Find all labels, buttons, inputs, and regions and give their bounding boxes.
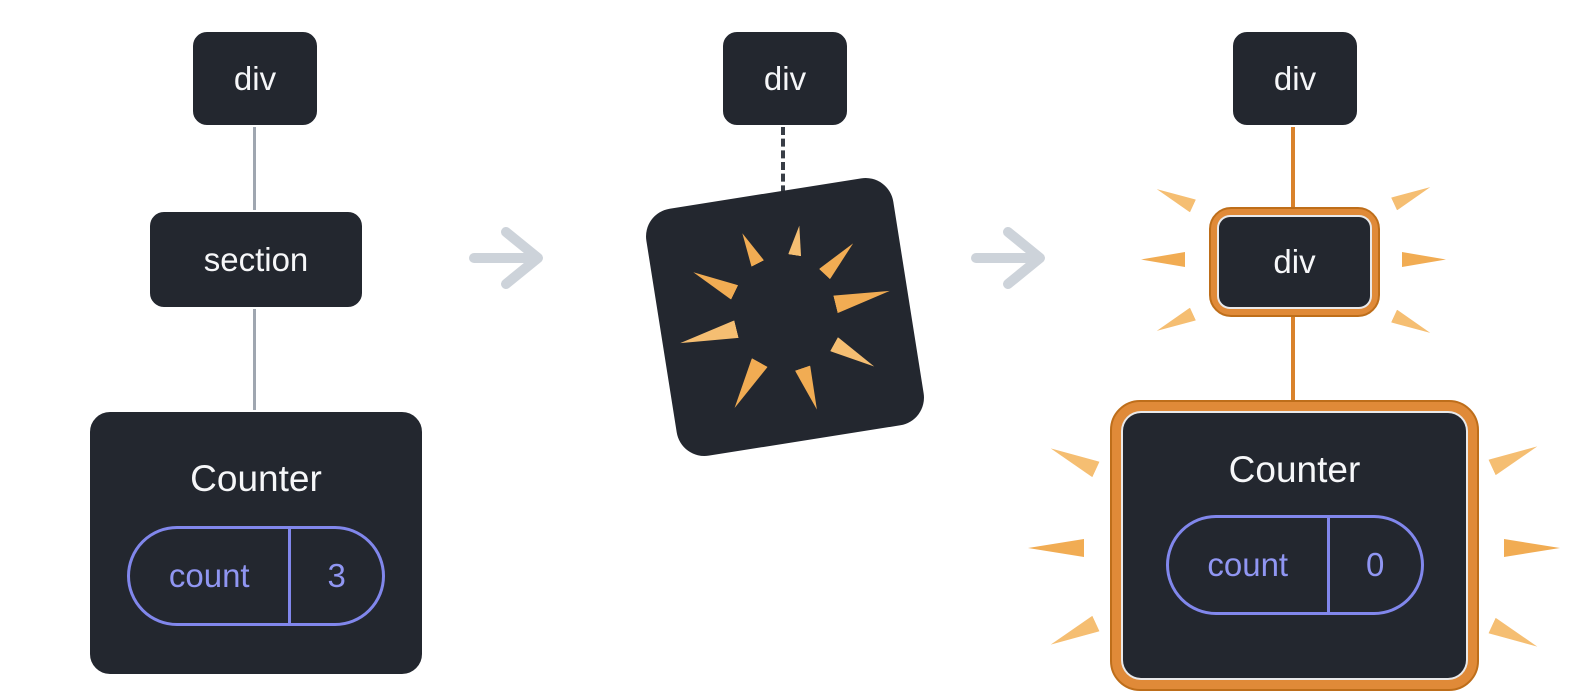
spark-icon xyxy=(1488,439,1540,476)
counter-component-before: Counter count 3 xyxy=(88,410,424,676)
spark-icon xyxy=(833,282,892,313)
tree-node-root-before: div xyxy=(191,30,319,127)
state-key: count xyxy=(168,557,250,594)
spark-icon xyxy=(1154,183,1196,213)
tree-node-root-after: div xyxy=(1231,30,1359,127)
spark-icon xyxy=(1141,252,1185,267)
state-key: count xyxy=(1207,546,1289,583)
tree-node-root-during: div xyxy=(721,30,849,127)
counter-component-after: Counter count 0 xyxy=(1121,411,1468,680)
node-label: div xyxy=(233,59,277,97)
spark-icon xyxy=(819,238,859,279)
pill-divider xyxy=(1326,518,1330,612)
state-pill: count 0 xyxy=(1165,515,1424,615)
component-title: Counter xyxy=(1228,449,1361,490)
arrow-right-icon xyxy=(971,227,1045,289)
spark-icon xyxy=(727,358,768,412)
state-pill: count 3 xyxy=(127,526,385,626)
connector-line xyxy=(253,309,256,410)
connector-line-highlight xyxy=(1291,317,1295,400)
spark-icon xyxy=(1047,441,1099,478)
pill-divider xyxy=(288,529,292,623)
highlighted-counter-component: Counter count 0 xyxy=(1110,400,1479,691)
node-label: section xyxy=(203,240,309,278)
spark-icon xyxy=(678,320,739,351)
spark-icon xyxy=(1402,252,1446,267)
spark-icon xyxy=(795,365,824,412)
spark-icon xyxy=(1047,616,1099,653)
connector-line-highlight xyxy=(1291,127,1295,207)
spark-icon xyxy=(1028,539,1084,557)
state-value: 0 xyxy=(1366,546,1385,583)
arrow-right-icon xyxy=(469,227,543,289)
spark-icon xyxy=(830,337,878,373)
spark-icon xyxy=(1391,310,1433,340)
highlighted-div-node: div xyxy=(1209,207,1380,317)
connector-line xyxy=(253,127,256,210)
state-value: 3 xyxy=(327,557,346,594)
spark-icon xyxy=(788,225,806,257)
node-label: div xyxy=(1273,243,1316,280)
node-label: div xyxy=(1273,59,1317,97)
spark-icon xyxy=(736,230,764,267)
spark-icon xyxy=(1154,308,1196,338)
tree-node-section-before: section xyxy=(148,210,364,309)
poof-burst-icon xyxy=(641,173,929,461)
node-label: div xyxy=(763,59,807,97)
node-label-wrap: div xyxy=(1217,215,1372,309)
spark-icon xyxy=(690,265,738,300)
spark-icon xyxy=(1391,181,1433,211)
dashed-connector-line xyxy=(781,127,785,205)
component-title: Counter xyxy=(190,458,322,499)
spark-icon xyxy=(1504,539,1560,557)
spark-icon xyxy=(1488,618,1540,655)
